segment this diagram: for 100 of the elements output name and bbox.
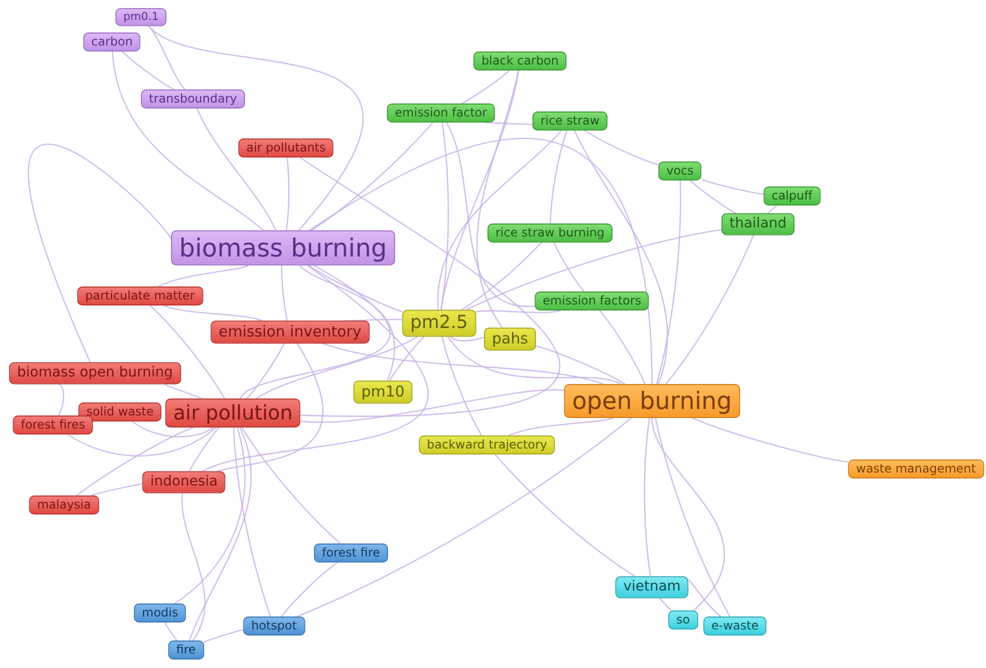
link-curve xyxy=(476,310,561,314)
link-curve xyxy=(308,265,402,312)
link-curve xyxy=(466,228,722,310)
link-curve xyxy=(536,345,626,385)
link-curve xyxy=(494,454,636,577)
keyword-node: calpuff xyxy=(764,186,820,206)
link-curve xyxy=(550,130,568,224)
keyword-node: modis xyxy=(134,604,186,622)
keyword-node: air pollutants xyxy=(238,138,334,158)
keyword-node: solid waste xyxy=(78,402,162,422)
link-curve xyxy=(174,427,246,604)
link-curve xyxy=(204,628,244,643)
link-curve xyxy=(300,156,560,416)
link-curve xyxy=(767,205,777,214)
link-curve xyxy=(280,562,338,617)
link-curve xyxy=(666,234,754,384)
link-curve xyxy=(67,426,216,456)
link-curve xyxy=(389,336,425,381)
link-curve xyxy=(344,318,402,322)
link-curve xyxy=(296,418,632,618)
keyword-node: pm0.1 xyxy=(115,8,167,26)
keyword-node: rice straw burning xyxy=(487,224,613,242)
link-curve xyxy=(554,242,584,292)
keyword-node: backward trajectory xyxy=(418,436,556,454)
link-curve xyxy=(440,122,449,310)
link-curve xyxy=(217,343,324,472)
keyword-node: indonesia xyxy=(142,471,226,493)
link-curve xyxy=(599,310,646,384)
link-curve xyxy=(241,427,341,544)
link-curve xyxy=(701,178,764,195)
link-curve xyxy=(164,622,178,641)
link-curve xyxy=(158,265,249,288)
link-curve xyxy=(148,26,186,90)
keyword-node: emission factor xyxy=(386,104,496,122)
link-curve xyxy=(656,180,682,384)
link-curve xyxy=(310,122,434,231)
link-curve xyxy=(447,336,622,385)
link-curve xyxy=(196,108,276,231)
link-curve xyxy=(132,420,214,438)
keyword-node: thailand xyxy=(721,213,795,235)
keyword-node: rice straw xyxy=(532,112,608,130)
keyword-node: vocs xyxy=(658,162,702,180)
link-curve xyxy=(188,427,220,472)
link-curve xyxy=(239,265,390,399)
link-curve xyxy=(308,138,653,384)
link-curve xyxy=(256,336,418,400)
keyword-node: forest fire xyxy=(314,544,388,562)
keyword-node: pm2.5 xyxy=(402,310,476,336)
keyword-node: emission inventory xyxy=(210,320,370,344)
keyword-node: so xyxy=(668,610,698,630)
link-curve xyxy=(692,417,848,463)
link-curve xyxy=(150,305,226,399)
keyword-node: particulate matter xyxy=(77,286,203,306)
link-curve xyxy=(322,342,604,385)
keyword-node: fire xyxy=(168,640,204,660)
keyword-node: emission factors xyxy=(534,292,650,310)
link-curve xyxy=(188,427,252,641)
keyword-node: e-waste xyxy=(703,616,767,636)
keyword-node: pahs xyxy=(484,328,536,350)
link-curve xyxy=(658,597,672,611)
keyword-node: biomass open burning xyxy=(9,362,181,384)
link-curve xyxy=(76,426,194,496)
link-curve xyxy=(181,492,206,641)
link-curve xyxy=(112,51,264,231)
link-curve xyxy=(644,418,652,576)
keyword-node: pm10 xyxy=(353,380,413,404)
keyword-node: black carbon xyxy=(473,52,567,70)
keyword-node: transboundary xyxy=(140,90,246,108)
link-curve xyxy=(688,578,722,618)
link-curve xyxy=(441,336,482,436)
link-curve xyxy=(286,157,290,230)
keyword-node: biomass burning xyxy=(171,230,395,266)
link-curve xyxy=(446,122,535,307)
link-curve xyxy=(461,70,510,104)
keyword-node: carbon xyxy=(83,32,141,52)
link-curve xyxy=(485,122,532,125)
link-curve xyxy=(461,242,542,310)
link-curve xyxy=(299,265,396,381)
keyword-node: vietnam xyxy=(615,576,689,598)
link-curve xyxy=(163,304,262,322)
link-curve xyxy=(300,389,564,423)
link-curve xyxy=(476,70,519,328)
link-curve xyxy=(508,417,613,436)
link-curve xyxy=(437,130,562,310)
link-curve xyxy=(122,51,174,90)
link-curve xyxy=(232,427,272,617)
keyword-node: open burning xyxy=(564,384,740,418)
keyword-node: forest fires xyxy=(12,416,94,434)
link-curve xyxy=(281,266,288,321)
link-curve xyxy=(28,144,172,363)
link-curve xyxy=(574,130,668,384)
link-curve xyxy=(246,343,285,399)
link-curve xyxy=(584,130,659,166)
keyword-node: waste management xyxy=(848,460,984,478)
keyword-node: air pollution xyxy=(165,398,301,428)
link-curve xyxy=(450,336,484,342)
keyword-node: malaysia xyxy=(29,496,99,514)
link-curve xyxy=(202,265,428,472)
keyword-node: hotspot xyxy=(243,616,305,636)
link-curve xyxy=(90,483,142,496)
